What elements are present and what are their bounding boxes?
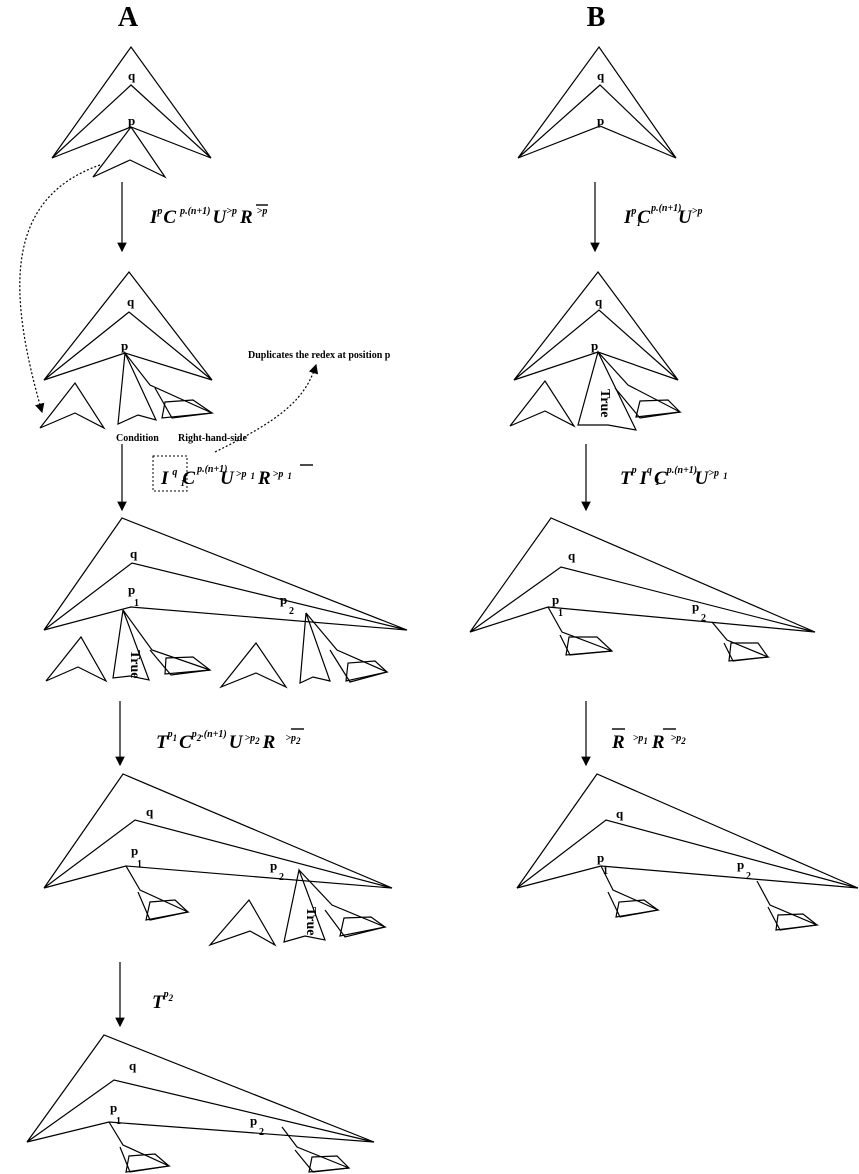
a-stage5-tree: q p 1 p 2 — [26, 1034, 375, 1173]
rhs-annotation: Right-hand-side — [178, 433, 247, 444]
b4-label-p2-sub: 2 — [746, 871, 751, 882]
a2-label-p: p — [121, 338, 128, 353]
a4-label-p2-sub: 2 — [279, 872, 284, 883]
b2-true-label: True — [597, 389, 612, 418]
b4-label-p1: p — [597, 850, 604, 865]
a4-label-p1-sub: 1 — [137, 859, 142, 870]
b-stage2-tree: q p — [509, 271, 682, 431]
a3-label-q: q — [130, 546, 138, 561]
b3-label-p1-sub: 1 — [558, 608, 563, 619]
a4-true-label: True — [303, 907, 318, 936]
a3-right-condition — [219, 641, 288, 689]
a2-rhs-subtree — [161, 399, 214, 419]
a3-label-p1: p — [128, 582, 135, 597]
a-step4-label: Tp2 — [152, 989, 174, 1013]
duplicates-annotation: Duplicates the redex at position p — [248, 350, 391, 361]
a-highlight-box — [152, 455, 188, 492]
a-stage2-tree: q p — [39, 271, 215, 430]
a1-label-p: p — [128, 113, 135, 128]
a5-label-p1: p — [110, 1100, 117, 1115]
a3-label-p1-sub: 1 — [134, 598, 139, 609]
b3-label-p2: p — [692, 599, 699, 614]
a3-label-p2: p — [280, 592, 287, 607]
a2-condition-subtree — [39, 381, 106, 430]
a5-label-p1-sub: 1 — [116, 1116, 121, 1127]
a-stage4-tree: q p 1 p 2 — [43, 773, 393, 947]
a-duplicate-dotted-arrow — [214, 363, 319, 453]
a2-label-q: q — [127, 294, 135, 309]
b4-label-p2: p — [737, 857, 744, 872]
b2-label-p: p — [591, 338, 598, 353]
a-copy-dotted-arrow — [19, 164, 101, 414]
b3-label-p2-sub: 2 — [701, 613, 706, 624]
a4-label-p2: p — [270, 858, 277, 873]
condition-annotation: Condition — [116, 433, 159, 444]
b-stage1-tree: q p — [517, 45, 677, 159]
a5-label-p2: p — [250, 1113, 257, 1128]
column-a-title: A — [118, 2, 139, 33]
a1-label-q: q — [128, 68, 136, 83]
b3-label-p1: p — [552, 592, 559, 607]
a3-label-p2-sub: 2 — [289, 606, 294, 617]
column-b-title: B — [587, 2, 606, 33]
b1-label-p: p — [597, 113, 604, 128]
a5-label-q: q — [129, 1058, 137, 1073]
a3-true-label: True — [127, 650, 142, 679]
a2-true-subtree — [117, 350, 158, 425]
b4-label-q: q — [616, 806, 624, 821]
b2-label-q: q — [595, 294, 603, 309]
b4-label-p1-sub: 1 — [603, 866, 608, 877]
b-stage3-tree: q p 1 p 2 — [469, 517, 816, 662]
a-stage3-tree: q p 1 p 2 — [43, 517, 408, 689]
b-stage4-tree: q p 1 p 2 — [516, 773, 859, 931]
a3-left-condition — [45, 635, 108, 683]
a4-label-p1: p — [131, 843, 138, 858]
b3-label-q: q — [568, 548, 576, 563]
a5-label-p2-sub: 2 — [259, 1127, 264, 1138]
a4-label-q: q — [146, 804, 154, 819]
a-stage1-tree: q p — [51, 45, 212, 179]
b1-label-q: q — [597, 68, 605, 83]
